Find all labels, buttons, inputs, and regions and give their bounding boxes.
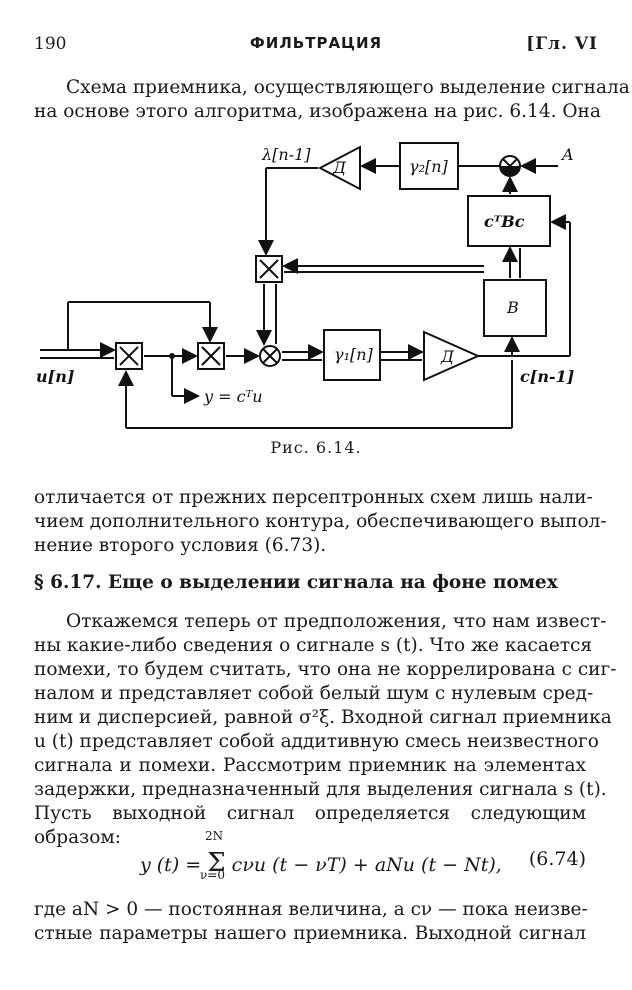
equation-number: (6.74) (528, 848, 586, 870)
gamma1-block (323, 329, 381, 381)
delay-bottom (423, 330, 481, 382)
after-figure-paragraph: отличается от прежних персептронных схем… (34, 486, 607, 558)
text-line: где aN > 0 — постоянная величина, а cν —… (34, 899, 588, 920)
text-line: стные параметры нашего приемника. Выходн… (34, 923, 586, 944)
text-line: Пусть выходной сигнал определяется следу… (34, 803, 586, 824)
section-heading: § 6.17. Еще о выделении сигнала на фоне … (34, 572, 558, 593)
delay-bottom-label: Д (440, 347, 455, 366)
sum-upper-limit: 2N (205, 829, 224, 843)
gamma1-label: γ₁[n] (334, 345, 374, 364)
chapter-mark: [Гл. VI (526, 34, 598, 54)
tail-paragraph: где aN > 0 — постоянная величина, а cν —… (34, 898, 588, 946)
b-label: B (506, 298, 519, 317)
page-number: 190 (34, 34, 67, 54)
text-line: u (t) представляет собой аддитивную смес… (34, 731, 599, 752)
input-label: u[n] (36, 367, 74, 386)
text-line: ним и дисперсией, равной σ²ξ. Входной си… (34, 707, 612, 728)
sum-lower-limit: ν=0 (200, 868, 225, 882)
equation-lhs: y (t) = (140, 854, 208, 876)
multiplier-2 (197, 342, 225, 370)
body-paragraph: Откажемся теперь от предположения, что н… (34, 610, 617, 850)
text-line: задержки, предназначенный для выделения … (34, 779, 607, 800)
text-line: сигнала и помехи. Рассмотрим приемник на… (34, 755, 586, 776)
delay-top-label: Д (332, 158, 347, 177)
page-header: 190 ФИЛЬТРАЦИЯ [Гл. VI (34, 34, 598, 56)
text-line: помехи, то будем считать, что она не кор… (34, 659, 617, 680)
block-diagram: λ[n-1] Д γ₂[n] A cᵀBc B γ₁[n] Д u[n] y =… (36, 142, 574, 429)
text-line: ны какие-либо сведения о сигнале s (t). … (34, 635, 593, 656)
a-label: A (560, 145, 574, 164)
text-line: нение второго условия (6.73). (34, 535, 327, 556)
text-line: образом: (34, 827, 121, 848)
lambda-label: λ[n-1] (261, 145, 311, 164)
text-line: на основе этого алгоритма, изображена на… (34, 101, 601, 122)
running-title: ФИЛЬТРАЦИЯ (249, 34, 383, 52)
junction-fill (500, 166, 520, 176)
summing-junction-main (259, 345, 281, 367)
text-line: чием дополнительного контура, обеспечива… (34, 511, 607, 532)
equation-rhs: cνu (t − νT) + aNu (t − Nt), (231, 854, 502, 876)
sum-symbol: Σ (207, 848, 226, 878)
intro-paragraph: Схема приемника, осуществляющего выделен… (34, 76, 630, 124)
text-line: отличается от прежних персептронных схем… (34, 487, 593, 508)
equation-6-74: y (t) = Σ cνu (t − νT) + aNu (t − Nt), (140, 848, 502, 878)
text-line: Схема приемника, осуществляющего выделен… (66, 77, 630, 98)
figure-caption: Рис. 6.14. (270, 438, 362, 457)
text-line: налом и представляет собой белый шум с н… (34, 683, 594, 704)
output-label: y = cᵀu (203, 387, 263, 406)
text-line: Откажемся теперь от предположения, что н… (66, 611, 607, 632)
gamma2-label: γ₂[n] (409, 157, 449, 176)
multiplier-1 (115, 342, 143, 370)
c-label: c[n-1] (520, 367, 574, 386)
ctbc-label: cᵀBc (484, 212, 525, 231)
